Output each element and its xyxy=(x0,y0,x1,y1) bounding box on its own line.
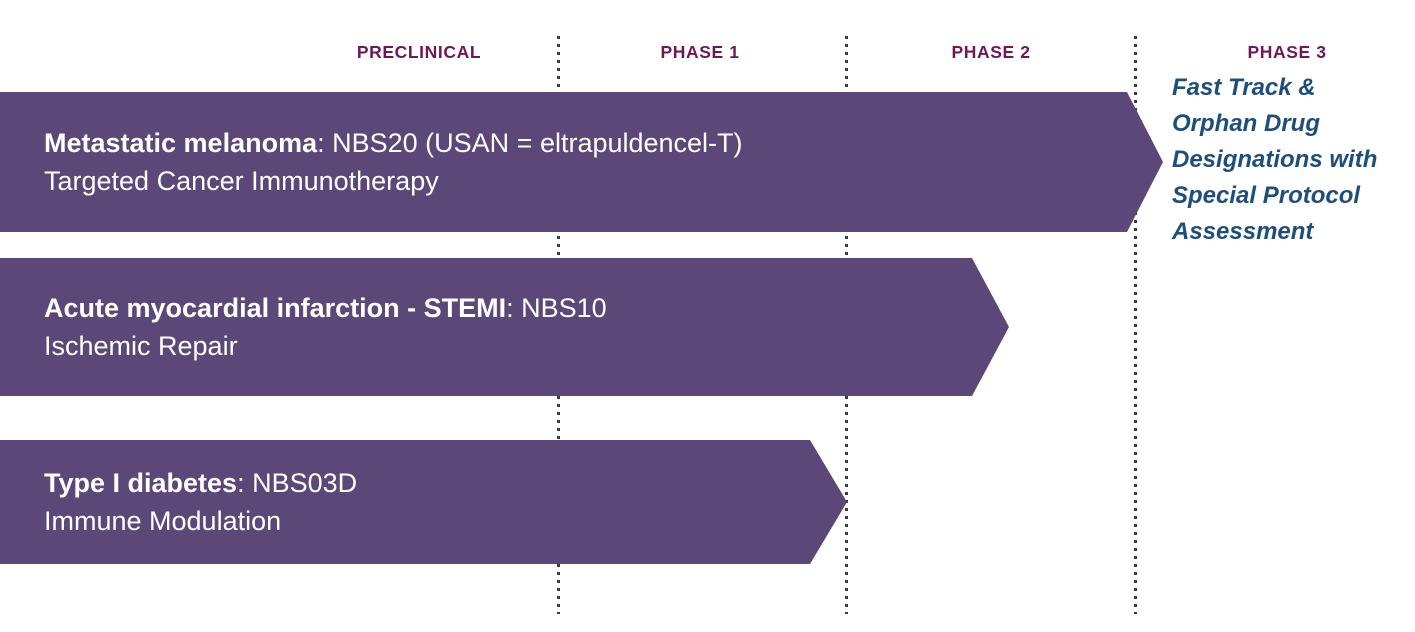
phase3-note-line-3: Designations with xyxy=(1172,146,1378,173)
program-row-acute-myocardial-infarction[interactable]: Acute myocardial infarction - STEMI: NBS… xyxy=(0,258,1009,396)
phase-header-2: PHASE 1 xyxy=(660,42,740,62)
program-arrow-acute-myocardial-infarction xyxy=(0,258,1009,396)
program-row-metastatic-melanoma[interactable]: Metastatic melanoma: NBS20 (USAN = eltra… xyxy=(0,92,1163,232)
program-arrow-type-i-diabetes xyxy=(0,440,847,564)
phase-header-1: PRECLINICAL xyxy=(356,42,482,62)
phase3-note-line-2: Orphan Drug xyxy=(1172,110,1320,137)
phase3-note-line-4: Special Protocol xyxy=(1172,182,1361,209)
phase3-note-line-5: Assessment xyxy=(1172,218,1314,245)
phase-header-4: PHASE 3 xyxy=(1247,42,1327,62)
phase-header-3: PHASE 2 xyxy=(951,42,1031,62)
program-arrow-metastatic-melanoma xyxy=(0,92,1163,232)
phase3-note-line-1: Fast Track & xyxy=(1172,74,1316,101)
phase-divider-3 xyxy=(1134,36,1137,614)
